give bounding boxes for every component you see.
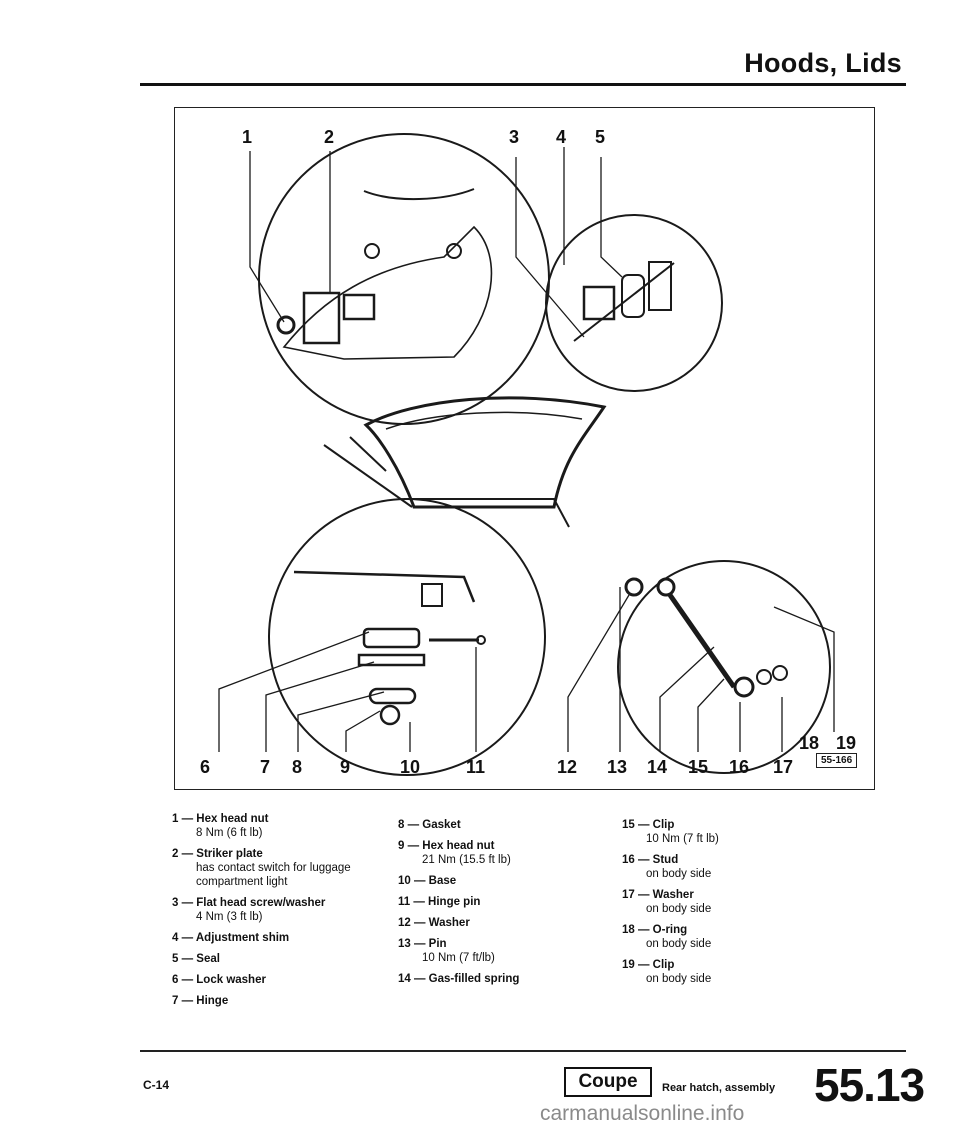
legend-item: 2 — Striker plate has contact switch for … <box>172 847 352 889</box>
page-title: Hoods, Lids <box>744 48 902 78</box>
legend-label: 12 — Washer <box>398 917 470 929</box>
legend-note: on body side <box>646 938 712 950</box>
legend-item: 5 — Seal <box>172 952 352 966</box>
legend-label: 14 — Gas-filled spring <box>398 973 520 985</box>
legend-label: 9 — Hex head nut <box>398 840 495 852</box>
legend-item: 13 — Pin 10 Nm (7 ft/lb) <box>398 937 588 965</box>
legend-item: 1 — Hex head nut 8 Nm (6 ft lb) <box>172 812 352 840</box>
callout-8: 8 <box>292 757 303 777</box>
legend-label: 13 — Pin <box>398 938 447 950</box>
callout-1: 1 <box>242 127 253 147</box>
legend-label: 17 — Washer <box>622 889 694 901</box>
legend-note: 4 Nm (3 ft lb) <box>196 911 263 923</box>
legend-label: 1 — Hex head nut <box>172 813 269 825</box>
legend-item: 8 — Gasket <box>398 818 588 832</box>
legend-item: 3 — Flat head screw/washer 4 Nm (3 ft lb) <box>172 896 352 924</box>
legend-item: 19 — Clip on body side <box>622 958 822 986</box>
detail-circle-seal <box>545 214 723 392</box>
legend-label: 5 — Seal <box>172 953 220 965</box>
callout-2: 2 <box>324 127 335 147</box>
legend-label: 19 — Clip <box>622 959 675 971</box>
callout-15: 15 <box>688 757 709 777</box>
legend-item: 11 — Hinge pin <box>398 895 588 909</box>
legend-label: 18 — O-ring <box>622 924 688 936</box>
callout-12: 12 <box>557 757 578 777</box>
legend-item: 9 — Hex head nut 21 Nm (15.5 ft lb) <box>398 839 588 867</box>
legend-label: 10 — Base <box>398 875 457 887</box>
callout-10: 10 <box>400 757 421 777</box>
callout-6: 6 <box>200 757 211 777</box>
legend-label: 3 — Flat head screw/washer <box>172 897 326 909</box>
legend-note: 21 Nm (15.5 ft lb) <box>422 854 511 866</box>
legend-note: on body side <box>646 973 712 985</box>
legend-label: 15 — Clip <box>622 819 675 831</box>
legend-item: 7 — Hinge <box>172 994 352 1008</box>
legend-label: 8 — Gasket <box>398 819 461 831</box>
page-code: C-14 <box>143 1078 170 1092</box>
watermark: carmanualsonline.info <box>540 1102 745 1125</box>
diagram-frame <box>174 107 875 790</box>
legend-item: 10 — Base <box>398 874 588 888</box>
callout-16: 16 <box>729 757 750 777</box>
legend-note: on body side <box>646 868 712 880</box>
exploded-view-drawing <box>218 133 835 776</box>
legend-label: 16 — Stud <box>622 854 679 866</box>
legend-label: 11 — Hinge pin <box>398 896 481 908</box>
legend-note: 10 Nm (7 ft/lb) <box>422 952 495 964</box>
header-rule <box>140 83 906 86</box>
legend-item: 16 — Stud on body side <box>622 853 822 881</box>
section-title: Rear hatch, assembly <box>662 1082 776 1094</box>
figure-code: 55-166 <box>816 753 858 768</box>
rear-hatch-outline <box>363 396 607 509</box>
callout-18: 18 <box>799 733 820 753</box>
callout-7: 7 <box>260 757 271 777</box>
legend-item: 18 — O-ring on body side <box>622 923 822 951</box>
callout-4: 4 <box>556 127 567 147</box>
legend-column-1: 1 — Hex head nut 8 Nm (6 ft lb) 2 — Strik… <box>172 812 352 1015</box>
callout-13: 13 <box>607 757 628 777</box>
legend-item: 6 — Lock washer <box>172 973 352 987</box>
legend-item: 17 — Washer on body side <box>622 888 822 916</box>
legend-item: 4 — Adjustment shim <box>172 931 352 945</box>
model-badge: Coupe <box>564 1067 652 1097</box>
callout-17: 17 <box>773 757 794 777</box>
legend-label: 6 — Lock washer <box>172 974 266 986</box>
page-number: 55.13 <box>814 1059 925 1111</box>
legend-label: 4 — Adjustment shim <box>172 932 290 944</box>
legend-column-3: 15 — Clip 10 Nm (7 ft lb) 16 — Stud on bod… <box>622 818 822 993</box>
callout-5: 5 <box>595 127 606 147</box>
callout-9: 9 <box>340 757 351 777</box>
legend-item: 14 — Gas-filled spring <box>398 972 588 986</box>
legend-label: 2 — Striker plate <box>172 848 263 860</box>
legend-item: 12 — Washer <box>398 916 588 930</box>
legend-note: on body side <box>646 903 712 915</box>
detail-circle-hinge <box>268 498 546 776</box>
detail-circle-striker <box>258 133 550 425</box>
legend-item: 15 — Clip 10 Nm (7 ft lb) <box>622 818 822 846</box>
footer-rule <box>140 1050 906 1052</box>
legend-note: has contact switch for luggage compartme… <box>196 862 351 888</box>
detail-circle-gas-spring <box>617 560 831 774</box>
legend-note: 10 Nm (7 ft lb) <box>646 833 719 845</box>
legend-column-2: 8 — Gasket 9 — Hex head nut 21 Nm (15.5 f… <box>398 818 588 993</box>
callout-11: 11 <box>466 757 486 777</box>
legend-label: 7 — Hinge <box>172 995 229 1007</box>
callout-14: 14 <box>647 757 668 777</box>
callout-3: 3 <box>509 127 520 147</box>
callout-19: 19 <box>836 733 857 753</box>
legend-note: 8 Nm (6 ft lb) <box>196 827 263 839</box>
